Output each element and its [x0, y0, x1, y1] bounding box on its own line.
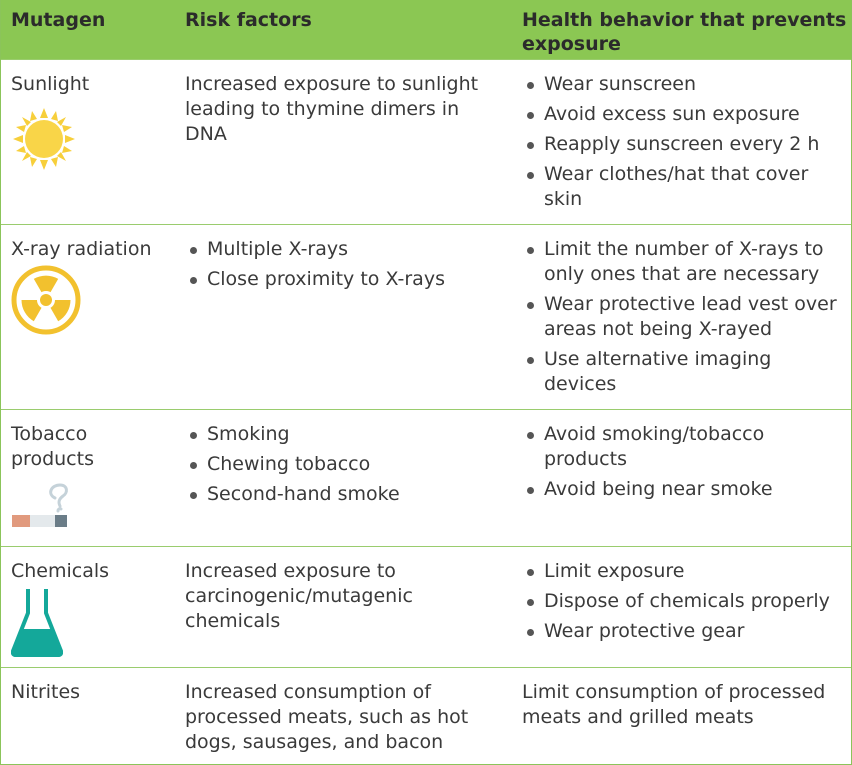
prevention-list: Limit exposure Dispose of chemicals prop… [522, 559, 847, 649]
table-row: Tobacco products Smoking Chewing tobacco… [1, 409, 851, 547]
mutagen-name: Nitrites [11, 681, 81, 703]
table-row: X-ray radiation Multiple X-rays Close pr… [1, 224, 851, 410]
list-item: Reapply sunscreen every 2 h [522, 132, 847, 157]
table-row: Chemicals Increased exposure to carcinog… [1, 546, 851, 668]
list-item: Avoid being near smoke [522, 477, 847, 502]
radiation-icon [11, 265, 81, 335]
risk-text: Increased consumption of processed meats… [185, 681, 469, 753]
mutagen-name: X-ray radiation [11, 238, 152, 260]
table-row: Nitrites Increased consumption of proces… [1, 667, 851, 765]
prevention-text: Limit consumption of processed meats and… [522, 681, 826, 728]
list-item: Limit exposure [522, 559, 847, 584]
cigarette-icon [12, 483, 68, 527]
list-item: Smoking [185, 422, 505, 447]
list-item: Wear clothes/hat that cover skin [522, 162, 847, 212]
list-item: Wear sunscreen [522, 72, 847, 97]
prevention-list: Limit the number of X-rays to only ones … [522, 237, 847, 402]
mutagen-name: Chemicals [11, 560, 110, 582]
list-item: Wear protective gear [522, 619, 847, 644]
list-item: Second-hand smoke [185, 482, 505, 507]
prevention-list: Wear sunscreen Avoid excess sun exposure… [522, 72, 847, 217]
header-risk-factors: Risk factors [185, 9, 312, 31]
list-item: Chewing tobacco [185, 452, 505, 477]
list-item: Avoid smoking/tobacco products [522, 422, 847, 472]
list-item: Use alternative imaging devices [522, 347, 847, 397]
sun-icon [13, 108, 75, 170]
risk-text: Increased exposure to sunlight leading t… [185, 73, 479, 145]
prevention-list: Avoid smoking/tobacco products Avoid bei… [522, 422, 847, 507]
risk-list: Multiple X-rays Close proximity to X-ray… [185, 237, 505, 297]
header-health-behavior: Health behavior that prevents exposure [522, 8, 846, 56]
header-health-behavior-line1: Health behavior that prevents [522, 9, 847, 31]
header-mutagen: Mutagen [11, 9, 106, 31]
list-item: Multiple X-rays [185, 237, 505, 262]
flask-icon [11, 589, 63, 657]
header-health-behavior-line2: exposure [522, 33, 621, 55]
list-item: Dispose of chemicals properly [522, 589, 847, 614]
list-item: Limit the number of X-rays to only ones … [522, 237, 847, 287]
list-item: Wear protective lead vest over areas not… [522, 292, 847, 342]
table-header: Mutagen Risk factors Health behavior tha… [1, 0, 851, 59]
table-row: Sunlight Increased ex [1, 59, 851, 225]
list-item: Close proximity to X-rays [185, 267, 505, 292]
risk-list: Smoking Chewing tobacco Second-hand smok… [185, 422, 505, 512]
mutagen-name: Tobacco products [11, 423, 94, 470]
risk-text: Increased exposure to carcinogenic/mutag… [185, 560, 413, 632]
list-item: Avoid excess sun exposure [522, 102, 847, 127]
mutagen-name: Sunlight [11, 73, 90, 95]
